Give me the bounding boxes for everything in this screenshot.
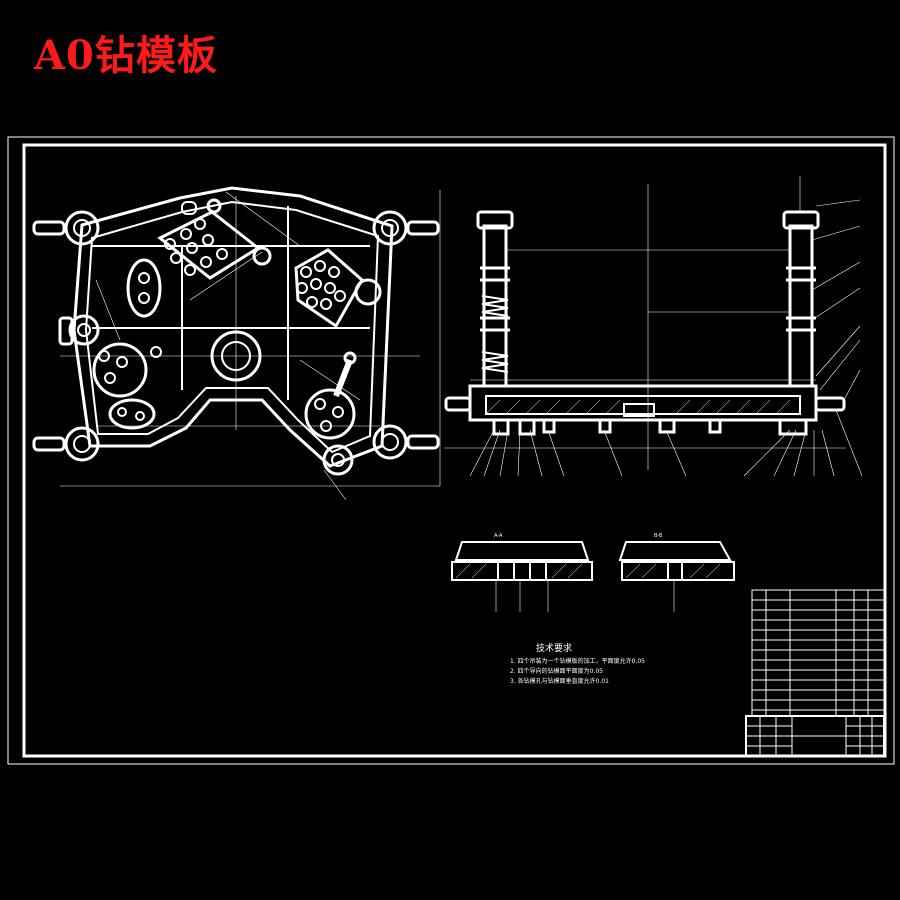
inner-border	[22, 143, 887, 758]
detail-hatch	[455, 563, 721, 579]
technical-requirement-item: 3. 各钻模孔与钻模面垂直度允许0.01	[510, 678, 609, 685]
technical-requirement-item: 2. 四个导向的钻模面平面度为0.05	[510, 668, 603, 675]
section-label-b: B-B	[654, 533, 663, 539]
drawing-title: A0钻模板	[34, 32, 218, 79]
section-hatch	[485, 399, 791, 415]
plan-flanges	[32, 220, 440, 452]
section-view	[444, 210, 846, 436]
title-block	[745, 589, 885, 757]
outer-border	[7, 136, 895, 765]
detail-section-b	[618, 541, 735, 612]
detail-section-a	[451, 541, 593, 612]
technical-requirement-item: 1. 四个吊装为一个钻模板的加工，平面度允许0.05	[510, 658, 645, 665]
section-dimensions	[444, 176, 863, 477]
plan-dimensions	[60, 190, 441, 501]
section-label-a: A-A	[494, 533, 503, 539]
technical-requirements-heading: 技术要求	[536, 644, 573, 654]
